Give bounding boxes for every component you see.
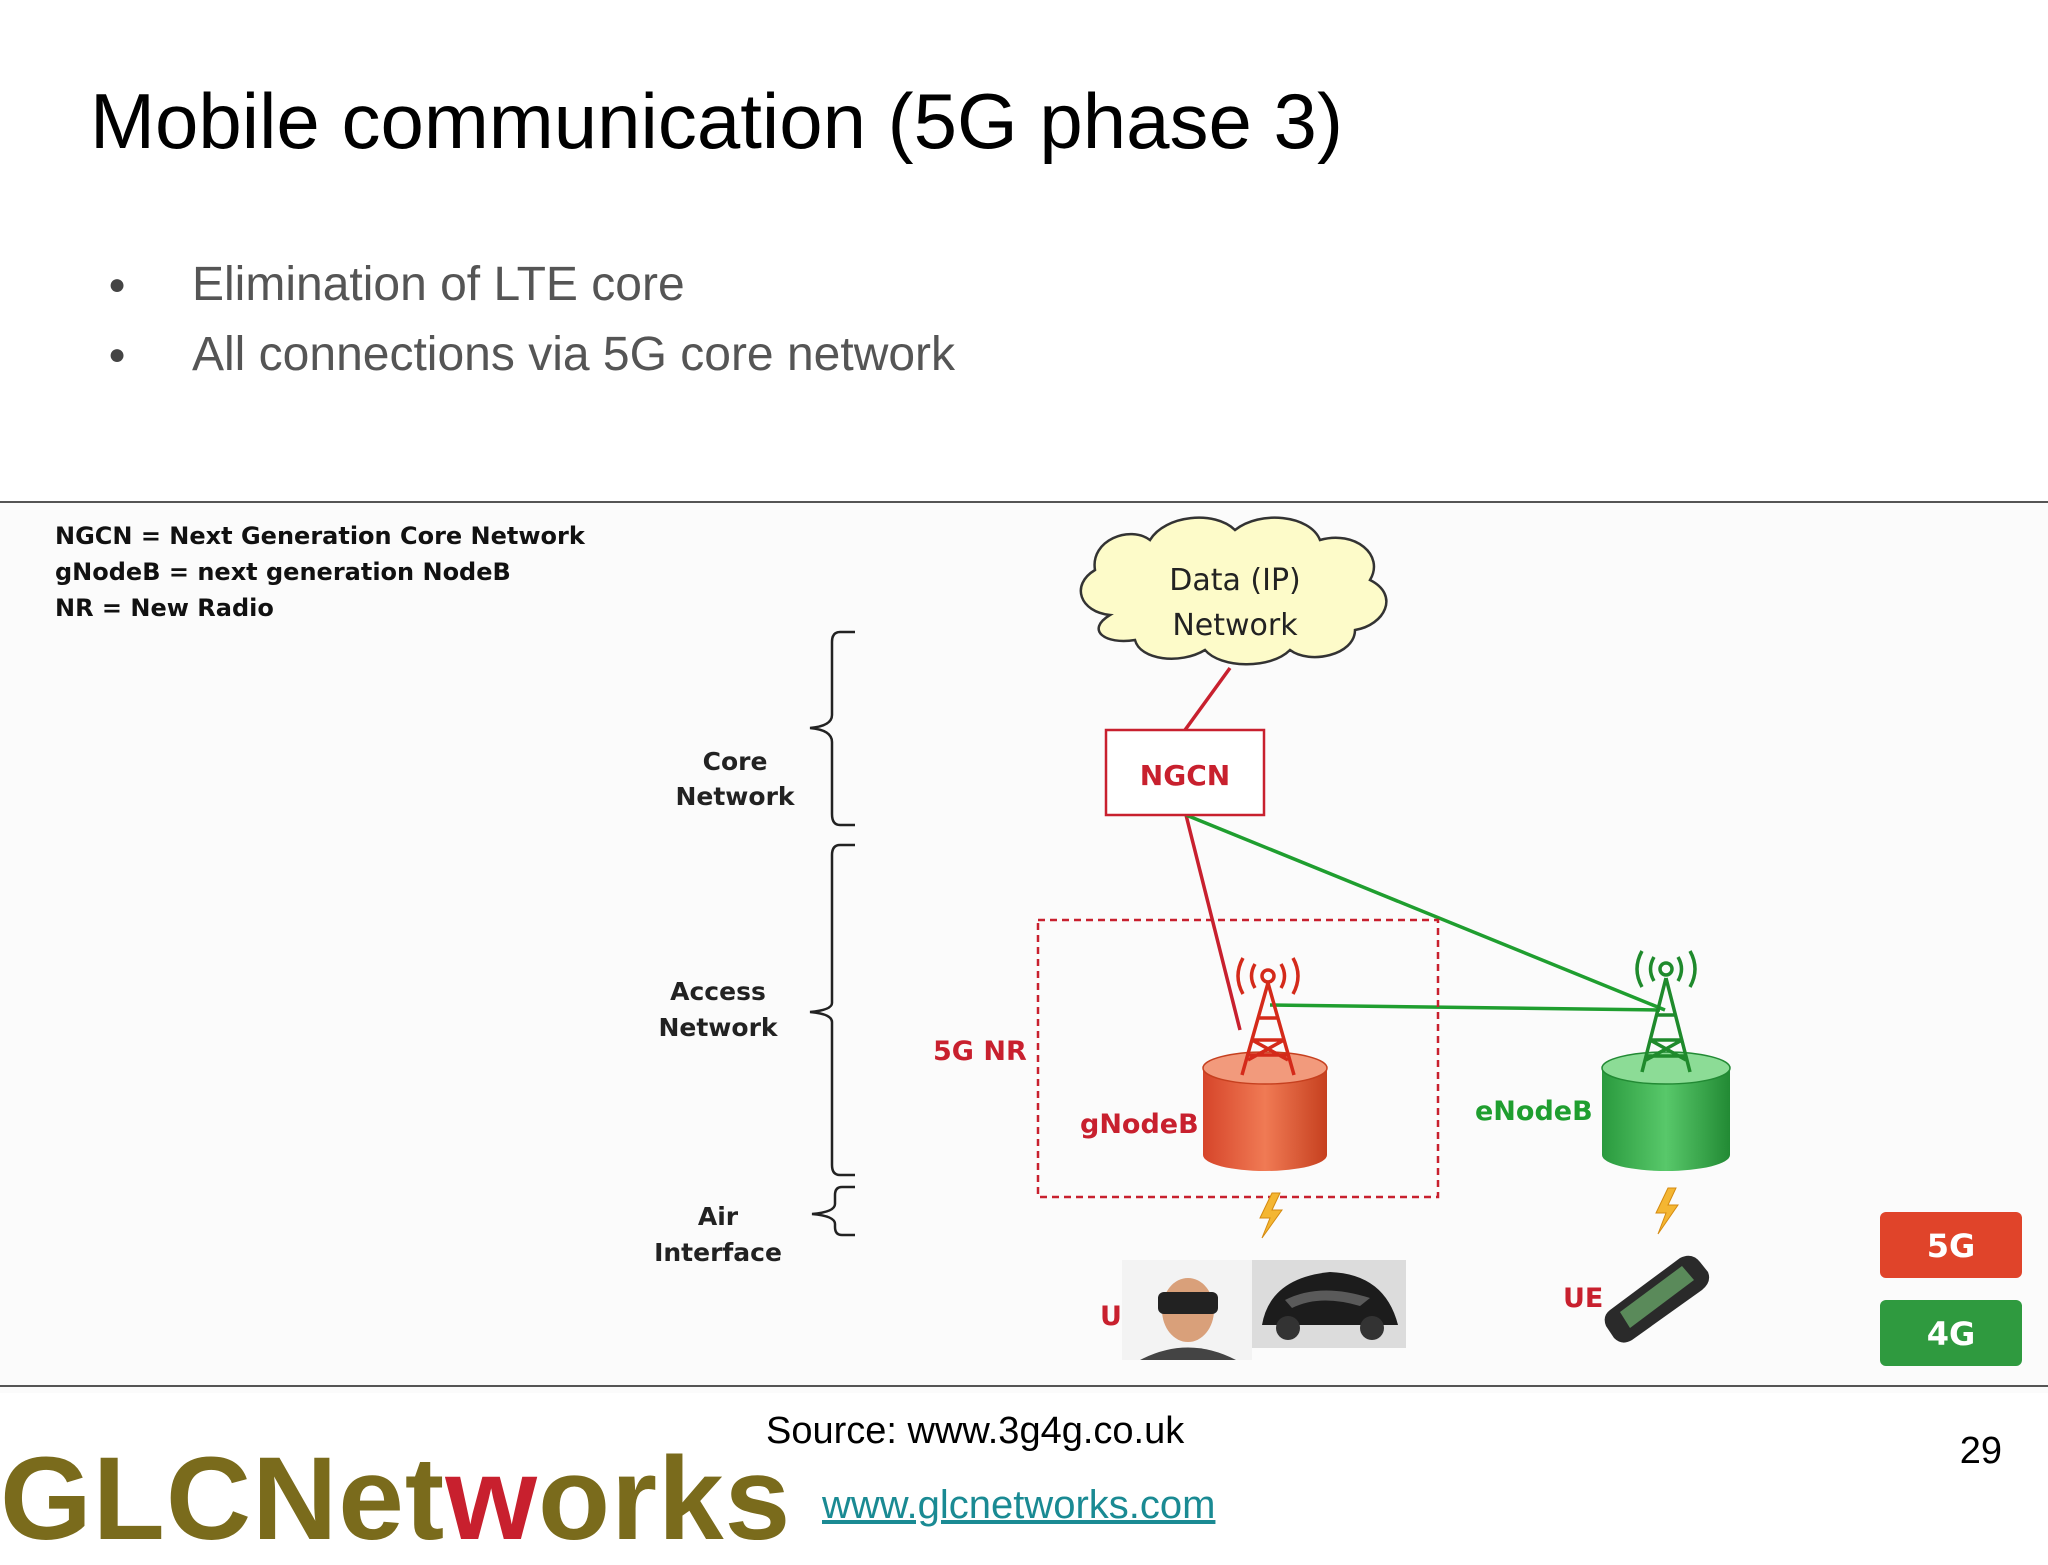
5g-badge-label: 5G bbox=[1927, 1227, 1976, 1265]
5g-nr-boundary bbox=[1036, 918, 1440, 1199]
layer-braces bbox=[809, 630, 855, 1237]
tower-icon bbox=[1236, 957, 1300, 1076]
data-network-cloud: Data (IP) Network bbox=[1079, 516, 1388, 666]
cloud-label: Network bbox=[1172, 608, 1298, 643]
lightning-icon bbox=[1259, 1192, 1283, 1239]
glcnetworks-logo: GLCNetworks bbox=[0, 1440, 791, 1558]
legend-note: gNodeB = next generation NodeB bbox=[55, 558, 511, 586]
page-number: 29 bbox=[1959, 1430, 2002, 1472]
website-link[interactable]: www.glcnetworks.com bbox=[822, 1483, 1216, 1527]
bullet-item: All connections via 5G core network bbox=[108, 320, 955, 390]
top-divider bbox=[0, 501, 2048, 503]
air-interface-label: Air bbox=[698, 1202, 739, 1231]
car-icon bbox=[1252, 1260, 1406, 1348]
source-citation: Source: www.3g4g.co.uk bbox=[766, 1410, 1185, 1452]
vr-headset-user-icon bbox=[1122, 1260, 1252, 1360]
smartphone-icon bbox=[1604, 1255, 1710, 1343]
cloud-label: Data (IP) bbox=[1169, 563, 1301, 598]
logo-mark: w bbox=[445, 1433, 539, 1565]
diagram-svg: NGCN = Next Generation Core Network gNod… bbox=[55, 516, 2022, 1366]
ngcn-label: NGCN bbox=[1140, 759, 1230, 792]
bullet-list: Elimination of LTE core All connections … bbox=[108, 250, 955, 390]
ngcn-to-gnodeb-link bbox=[1184, 814, 1242, 1031]
legend-note: NGCN = Next Generation Core Network bbox=[55, 522, 586, 550]
gnodeb-label: gNodeB bbox=[1080, 1109, 1199, 1140]
4g-badge: 4G bbox=[1880, 1300, 2022, 1366]
ngcn-box: NGCN bbox=[1104, 728, 1266, 817]
air-interface-label: Interface bbox=[654, 1238, 782, 1267]
core-network-label: Core bbox=[703, 747, 768, 776]
ngcn-to-enodeb-link bbox=[1185, 813, 1666, 1012]
enodeb-label: eNodeB bbox=[1475, 1096, 1593, 1127]
cloud-to-ngcn-link bbox=[1183, 666, 1232, 732]
bottom-divider bbox=[0, 1385, 2048, 1387]
enodeb-station: eNodeB bbox=[1475, 950, 1731, 1171]
ue-label: UE bbox=[1563, 1283, 1603, 1314]
core-network-label: Network bbox=[675, 782, 795, 811]
slide-title: Mobile communication (5G phase 3) bbox=[90, 77, 1343, 165]
access-network-label: Access bbox=[670, 977, 766, 1006]
legend-note: NR = New Radio bbox=[55, 594, 274, 622]
logo-text: orks bbox=[538, 1433, 792, 1565]
logo-text: GLCNet bbox=[0, 1433, 446, 1565]
tower-icon bbox=[1635, 950, 1697, 1073]
network-diagram: NGCN = Next Generation Core Network gNod… bbox=[0, 503, 2048, 1393]
4g-badge-label: 4G bbox=[1927, 1315, 1976, 1353]
bullet-item: Elimination of LTE core bbox=[108, 250, 955, 320]
access-network-label: Network bbox=[658, 1013, 778, 1042]
gnodeb-to-enodeb-link bbox=[1269, 1003, 1661, 1012]
5g-nr-label: 5G NR bbox=[933, 1036, 1027, 1067]
5g-badge: 5G bbox=[1880, 1212, 2022, 1278]
lightning-icon bbox=[1655, 1187, 1679, 1235]
gnodeb-station: gNodeB bbox=[1080, 957, 1328, 1171]
